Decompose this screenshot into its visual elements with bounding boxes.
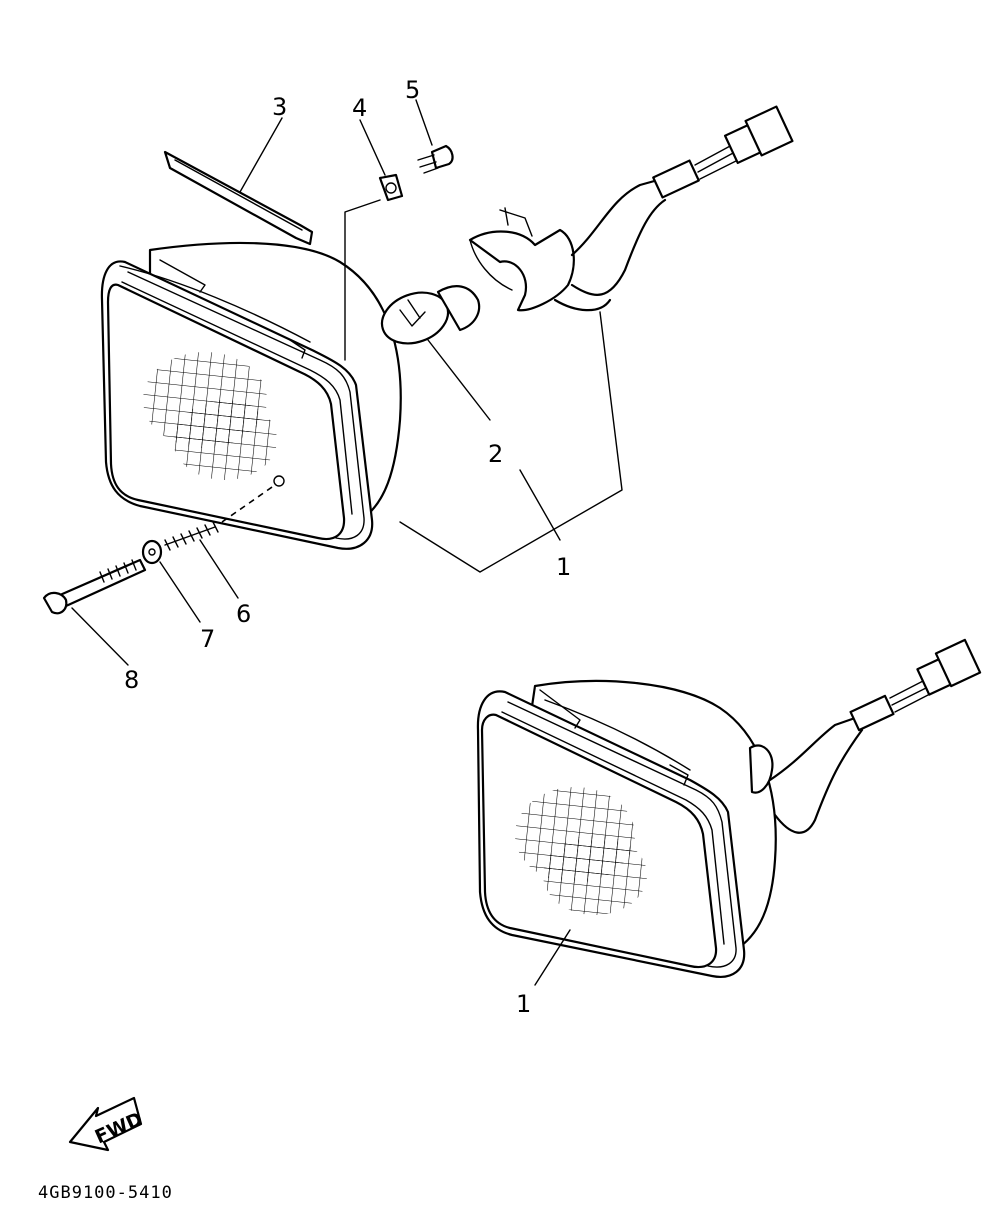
wiring-harness-lower xyxy=(768,638,982,834)
washer-part-7 xyxy=(141,539,163,565)
callout-1-upper: 1 xyxy=(556,553,571,581)
callout-8: 8 xyxy=(124,666,139,694)
headlight-assembly-lower xyxy=(476,679,777,978)
bulb-upper xyxy=(380,285,481,345)
leader-line-lower xyxy=(534,929,571,986)
headlight-assembly-upper xyxy=(100,241,402,550)
bulb-socket-upper xyxy=(468,207,575,312)
callout-1-lower: 1 xyxy=(516,990,531,1018)
screw-part-5 xyxy=(417,144,454,174)
fwd-arrow-icon: FWD xyxy=(68,1096,146,1152)
drawing-code: 4GB9100-5410 xyxy=(38,1183,173,1203)
bolt-part-8 xyxy=(42,558,147,615)
callout-7: 7 xyxy=(200,625,215,653)
trim-strip-part-3 xyxy=(163,150,314,246)
callout-4: 4 xyxy=(352,94,367,122)
callout-2: 2 xyxy=(488,440,503,468)
callout-3: 3 xyxy=(272,93,287,121)
wiring-harness-upper xyxy=(553,105,794,312)
nut-part-4 xyxy=(378,173,404,202)
leader-lines-upper xyxy=(71,99,623,666)
spring-part-6 xyxy=(164,521,219,551)
callout-6: 6 xyxy=(236,600,251,628)
callout-5: 5 xyxy=(405,76,420,104)
